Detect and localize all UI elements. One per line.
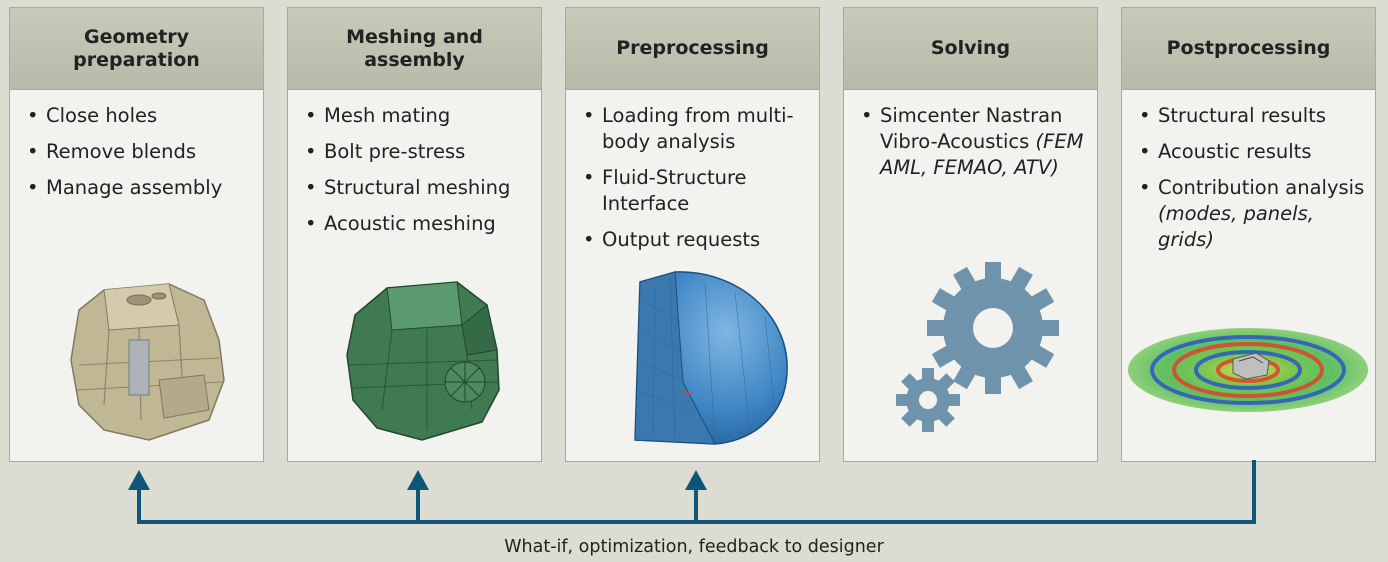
column-title: Solving <box>930 37 1011 59</box>
gears-icon <box>896 262 1059 432</box>
list-item: Close holes <box>27 103 259 129</box>
column-meshing-and-assembly: Meshing and assembly Mesh mating Bolt pr… <box>287 7 542 462</box>
column-title: Geometry preparation <box>73 25 200 71</box>
item-list: Mesh mating Bolt pre-stress Structural m… <box>305 103 537 247</box>
arrow-up-icon <box>407 470 429 490</box>
column-body: Simcenter Nastran Vibro-Acoustics (FEM A… <box>843 90 1098 462</box>
column-geometry-preparation: Geometry preparation Close holes Remove … <box>9 7 264 462</box>
column-body: Structural results Acoustic results Cont… <box>1121 90 1376 462</box>
arrow-up-icon <box>685 470 707 490</box>
column-title: Postprocessing <box>1166 37 1331 59</box>
arrow-up-icon <box>128 470 150 490</box>
translucent-housing-model <box>70 283 225 441</box>
list-item: Acoustic meshing <box>305 211 537 237</box>
list-item: Simcenter Nastran Vibro-Acoustics (FEM A… <box>861 103 1093 181</box>
list-item: Acoustic results <box>1139 139 1371 165</box>
column-postprocessing: Postprocessing Structural results Acoust… <box>1121 7 1376 462</box>
list-item: Remove blends <box>27 139 259 165</box>
column-title: Meshing and assembly <box>346 25 483 71</box>
list-item: Structural results <box>1139 103 1371 129</box>
column-body: Close holes Remove blends Manage assembl… <box>9 90 264 462</box>
item-list: Simcenter Nastran Vibro-Acoustics (FEM A… <box>861 103 1093 191</box>
item-list: Close holes Remove blends Manage assembl… <box>27 103 259 211</box>
meshed-housing-model <box>346 281 500 441</box>
item-list: Structural results Acoustic results Cont… <box>1139 103 1371 263</box>
list-item: Bolt pre-stress <box>305 139 537 165</box>
list-item: Structural meshing <box>305 175 537 201</box>
list-item: Loading from multi-body analysis <box>583 103 819 155</box>
list-item: Output requests <box>583 227 819 253</box>
workflow-diagram: Geometry preparation Close holes Remove … <box>9 7 1379 462</box>
list-item: Contribution analysis (modes, panels, gr… <box>1139 175 1371 253</box>
feedback-label: What-if, optimization, feedback to desig… <box>504 537 884 557</box>
list-item: Manage assembly <box>27 175 259 201</box>
column-title: Preprocessing <box>616 37 769 59</box>
acoustic-field-contour-plot <box>1128 328 1368 412</box>
list-item: Fluid-Structure Interface <box>583 165 819 217</box>
column-body: Mesh mating Bolt pre-stress Structural m… <box>287 90 542 462</box>
item-list: Loading from multi-body analysis Fluid-S… <box>583 103 819 263</box>
column-body: Loading from multi-body analysis Fluid-S… <box>565 90 820 462</box>
column-solving: Solving Simcenter Nastran Vibro-Acoustic… <box>843 7 1098 462</box>
column-preprocessing: Preprocessing Loading from multi-body an… <box>565 7 820 462</box>
list-item: Mesh mating <box>305 103 537 129</box>
acoustic-mesh-dome <box>634 271 788 445</box>
